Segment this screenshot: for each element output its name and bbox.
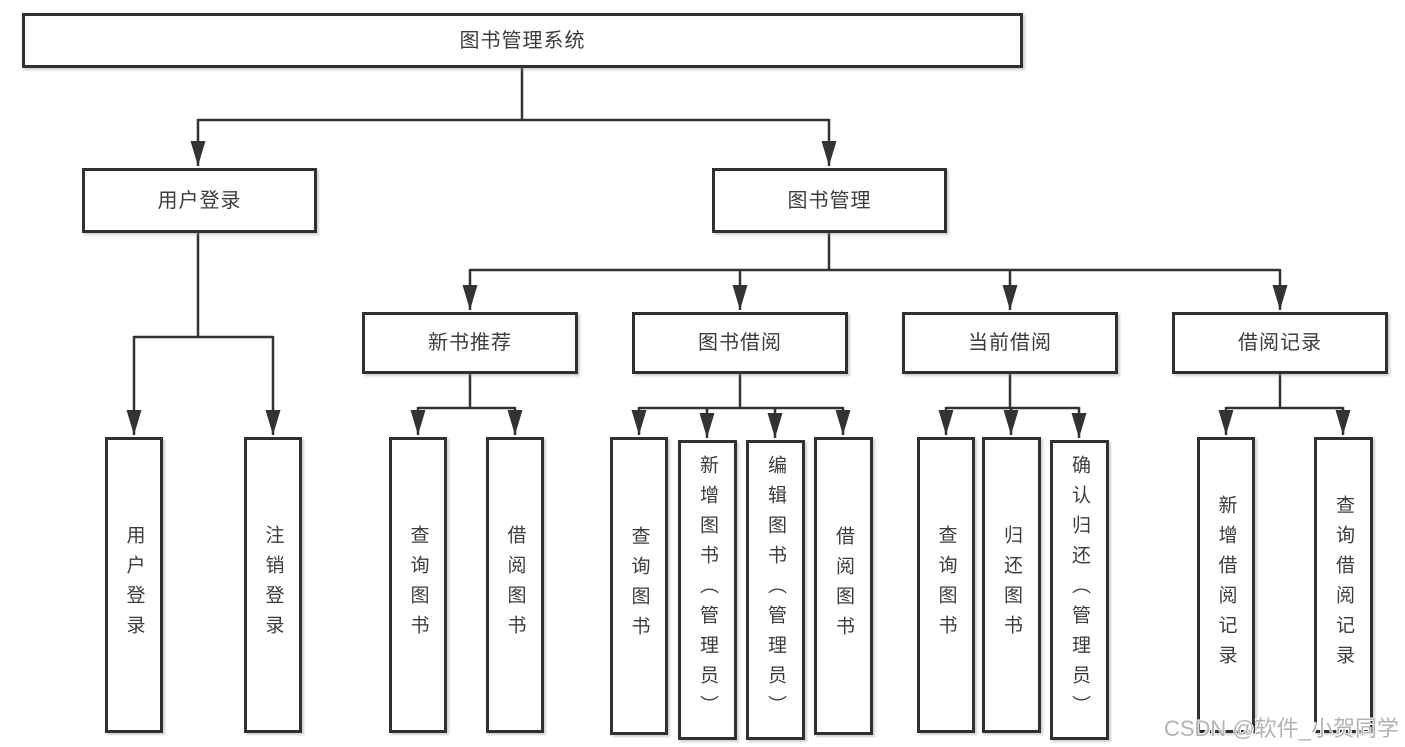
node-bb-query-book: 查询图书 <box>610 437 668 735</box>
node-label: 注销登录 <box>262 525 284 645</box>
node-label: 新增图书（管理员） <box>697 455 718 725</box>
node-book-borrow: 图书借阅 <box>632 312 848 374</box>
node-root: 图书管理系统 <box>22 13 1023 68</box>
node-book-management: 图书管理 <box>712 168 947 233</box>
node-user-login-leaf: 用户登录 <box>105 437 163 733</box>
node-label: 借阅图书 <box>833 526 854 646</box>
node-bb-add-book-admin: 新增图书（管理员） <box>678 440 737 740</box>
node-cb-return-book: 归还图书 <box>982 437 1041 733</box>
node-label: 归还图书 <box>1001 525 1022 645</box>
node-cb-query-book: 查询图书 <box>917 437 975 733</box>
node-user-login: 用户登录 <box>82 168 317 233</box>
node-bb-borrow-book: 借阅图书 <box>814 437 873 735</box>
node-cb-confirm-return-admin: 确认归还（管理员） <box>1050 440 1109 740</box>
node-new-book-recommend: 新书推荐 <box>362 312 578 374</box>
node-nb-borrow-book: 借阅图书 <box>486 437 544 733</box>
node-label: 查询图书 <box>407 525 429 645</box>
node-label: 查询图书 <box>935 525 957 645</box>
node-label: 新增借阅记录 <box>1215 495 1237 675</box>
node-br-query-record: 查询借阅记录 <box>1314 437 1373 733</box>
watermark-text: CSDN @软件_小贺同学 <box>1163 716 1399 741</box>
node-nb-query-book: 查询图书 <box>389 437 447 733</box>
node-bb-edit-book-admin: 编辑图书（管理员） <box>746 440 805 740</box>
node-logout: 注销登录 <box>244 437 302 733</box>
node-label: 编辑图书（管理员） <box>765 455 786 725</box>
node-label: 借阅图书 <box>504 525 526 645</box>
node-label: 用户登录 <box>123 525 145 645</box>
node-label: 查询借阅记录 <box>1333 495 1354 675</box>
node-current-borrow: 当前借阅 <box>902 312 1118 374</box>
node-label: 确认归还（管理员） <box>1069 455 1090 725</box>
node-br-add-record: 新增借阅记录 <box>1197 437 1255 733</box>
node-borrow-records: 借阅记录 <box>1172 312 1388 374</box>
node-label: 查询图书 <box>628 526 650 646</box>
